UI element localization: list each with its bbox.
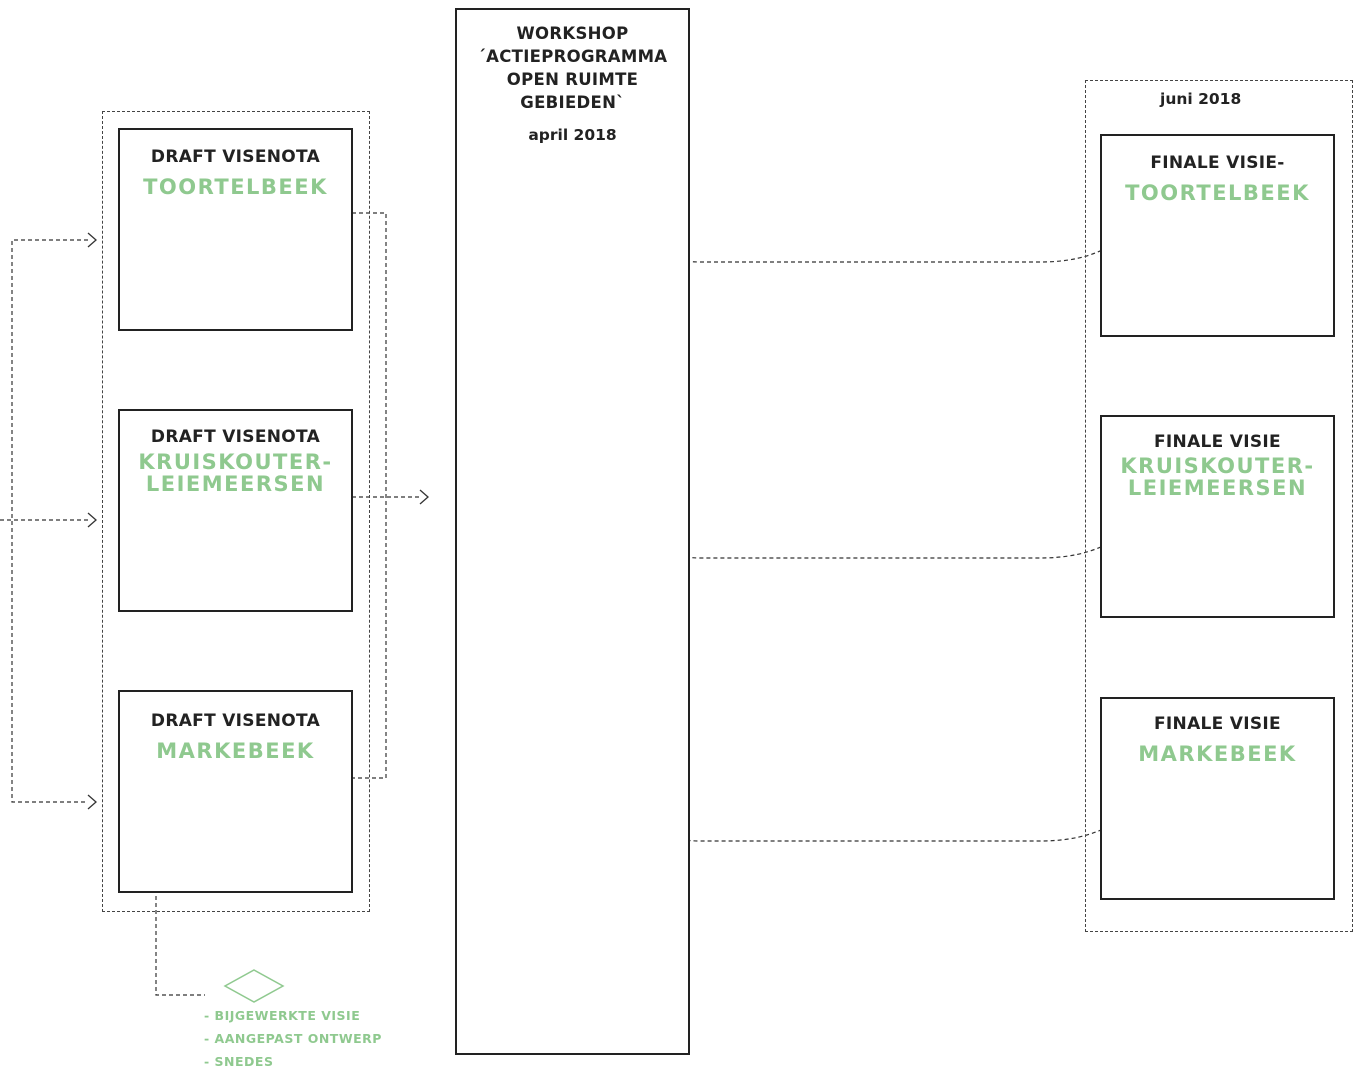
finals-group-frame	[1085, 80, 1353, 932]
final-label: FINALE VISIE	[1154, 432, 1281, 452]
finals-date: juni 2018	[1160, 90, 1242, 108]
drafts-group-frame	[102, 111, 370, 912]
draft-card-toortelbeek: DRAFT VISENOTA TOORTELBEEK	[118, 128, 353, 331]
arrowhead-icon	[419, 489, 429, 505]
draft-card-kruiskouter-leiemeersen: DRAFT VISENOTA KRUISKOUTER- LEIEMEERSEN	[118, 409, 353, 612]
workshop-panel: WORKSHOP ´ACTIEPROGRAMMA OPEN RUIMTE GEB…	[455, 8, 690, 1055]
workshop-title-line-3: OPEN RUIMTE	[506, 70, 639, 89]
draft-card-markebeek: DRAFT VISENOTA MARKEBEEK	[118, 690, 353, 893]
workshop-title-line-1: WORKSHOP	[516, 24, 629, 43]
draft-name: MARKEBEEK	[156, 739, 315, 763]
draft-name-line-2: LEIEMEERSEN	[145, 472, 326, 496]
arrowhead-icon	[87, 794, 97, 810]
legend-item: - BIJGEWERKTE VISIE	[204, 1008, 361, 1023]
workshop-to-final-line-2	[667, 529, 1119, 559]
final-name-line-2: LEIEMEERSEN	[1127, 476, 1308, 500]
arrowhead-icon	[87, 232, 97, 248]
diamond-icon	[223, 969, 285, 1003]
legend-item: - SNEDES	[204, 1054, 274, 1069]
final-name: MARKEBEEK	[1138, 742, 1297, 766]
draft-name-line-1: KRUISKOUTER-	[138, 450, 333, 474]
workshop-title-line-2: ´ACTIEPROGRAMMA	[477, 47, 668, 66]
final-label: FINALE VISIE-	[1150, 153, 1285, 173]
final-card-toortelbeek: FINALE VISIE- TOORTELBEEK	[1100, 134, 1335, 337]
left-feedback-line	[11, 239, 88, 803]
final-name: TOORTELBEEK	[1125, 181, 1310, 205]
final-card-markebeek: FINALE VISIE MARKEBEEK	[1100, 697, 1335, 900]
legend-item: - AANGEPAST ONTWERP	[204, 1031, 382, 1046]
workshop-title-line-4: GEBIEDEN`	[520, 93, 625, 112]
draft-name: TOORTELBEEK	[143, 175, 328, 199]
arrowhead-icon	[87, 512, 97, 528]
legend-connector-line	[155, 868, 205, 996]
draft-label: DRAFT VISENOTA	[150, 147, 321, 167]
workshop-to-final-line-3	[667, 814, 1119, 842]
workshop-date: april 2018	[528, 126, 617, 144]
draft-label: DRAFT VISENOTA	[150, 711, 321, 731]
draft-label: DRAFT VISENOTA	[150, 427, 321, 447]
final-label: FINALE VISIE	[1154, 714, 1281, 734]
final-name-line-1: KRUISKOUTER-	[1120, 454, 1315, 478]
final-card-kruiskouter-leiemeersen: FINALE VISIE KRUISKOUTER- LEIEMEERSEN	[1100, 415, 1335, 618]
workshop-to-final-line-1	[667, 234, 1119, 263]
